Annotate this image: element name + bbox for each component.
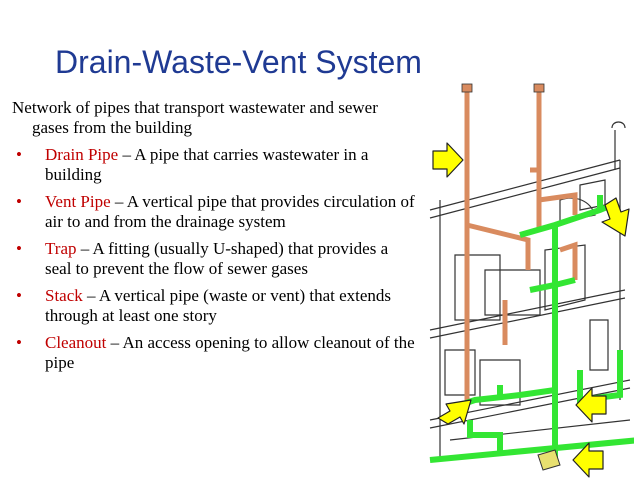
vent-caps xyxy=(461,83,545,93)
term-vent-pipe: Vent Pipe xyxy=(45,192,111,211)
vent-branch-mid xyxy=(466,222,531,270)
definition-drain-pipe: – A pipe that carries wastewater in a bu… xyxy=(45,145,369,184)
bullet-dot: • xyxy=(16,192,22,211)
bullet-dot: • xyxy=(16,286,22,305)
building-drain xyxy=(429,437,634,463)
bullet-dot: • xyxy=(16,239,22,258)
definition-cleanout: – An access opening to allow cleanout of… xyxy=(45,333,415,372)
bullet-vent-pipe: • Vent Pipe – A vertical pipe that provid… xyxy=(12,192,417,232)
vent-branch-upper xyxy=(530,167,578,215)
pointer-arrow-icon xyxy=(432,142,464,178)
bullet-stack: • Stack – A vertical pipe (waste or vent)… xyxy=(12,286,417,326)
vent-pipes xyxy=(464,90,578,400)
building-structure xyxy=(429,121,634,461)
pointer-arrow-icon xyxy=(437,399,472,425)
definition-trap: – A fitting (usually U-shaped) that prov… xyxy=(45,239,389,278)
intro-text: Network of pipes that transport wastewat… xyxy=(12,98,378,137)
cleanout-fitting xyxy=(537,449,561,471)
definitions-list: Network of pipes that transport wastewat… xyxy=(12,98,417,380)
pointer-arrow-icon xyxy=(572,442,604,478)
pointer-arrows xyxy=(432,142,630,478)
drain-pipes xyxy=(429,195,634,463)
right-drain xyxy=(577,350,623,404)
term-trap: Trap xyxy=(45,239,77,258)
term-cleanout: Cleanout xyxy=(45,333,107,352)
floor-drain-branch xyxy=(467,420,503,455)
dwv-plumbing-diagram xyxy=(429,83,634,478)
middle-branch xyxy=(529,277,576,293)
term-drain-pipe: Drain Pipe xyxy=(45,145,119,164)
vent-branch-right xyxy=(559,241,578,280)
bullet-dot: • xyxy=(16,333,22,352)
definition-stack: – A vertical pipe (waste or vent) that e… xyxy=(45,286,392,325)
pointer-arrow-icon xyxy=(575,387,607,423)
bullet-trap: • Trap – A fitting (usually U-shaped) tha… xyxy=(12,239,417,279)
bullet-cleanout: • Cleanout – An access opening to allow c… xyxy=(12,333,417,373)
pointer-arrow-icon xyxy=(601,197,630,237)
slide-title: Drain-Waste-Vent System xyxy=(55,44,422,80)
term-stack: Stack xyxy=(45,286,83,305)
bullet-drain-pipe: • Drain Pipe – A pipe that carries wastew… xyxy=(12,145,417,185)
bullet-dot: • xyxy=(16,145,22,164)
definition-vent-pipe: – A vertical pipe that provides circulat… xyxy=(45,192,415,231)
